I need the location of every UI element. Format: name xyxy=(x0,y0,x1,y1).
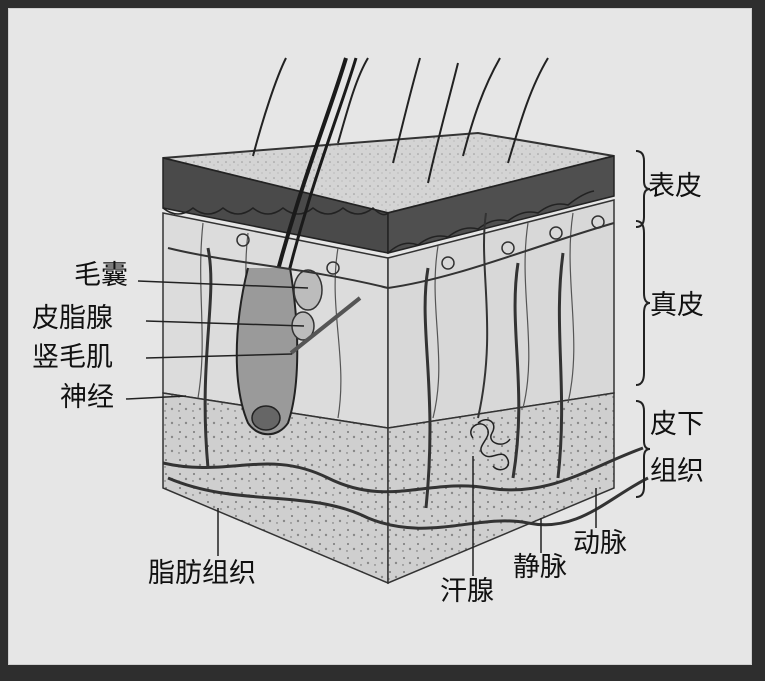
label-subcutis-line2: 组织 xyxy=(650,456,704,487)
label-subcutis-line1: 皮下 xyxy=(650,409,704,440)
layer-brackets xyxy=(635,150,651,498)
label-dermis: 真皮 xyxy=(650,290,704,321)
skin-cross-section-drawing xyxy=(125,57,651,585)
label-nerve: 神经 xyxy=(60,382,114,413)
label-artery: 动脉 xyxy=(573,528,627,559)
label-hair-follicle: 毛囊 xyxy=(74,260,128,291)
dermal-papillae-right xyxy=(387,190,595,254)
arrector-pili-muscle xyxy=(289,296,362,355)
vessel-network xyxy=(162,222,649,530)
sweat-duct xyxy=(477,212,489,419)
sweat-gland-coil xyxy=(470,419,511,471)
label-epidermis: 表皮 xyxy=(648,171,702,202)
skin-structure-figure: 表皮 真皮 皮下 组织 毛囊 皮脂腺 竖毛肌 神经 脂肪组织 汗腺 静脉 动脉 xyxy=(8,8,752,665)
hair-bulb xyxy=(251,405,281,431)
label-adipose-tissue: 脂肪组织 xyxy=(148,558,256,589)
capillary-loops xyxy=(236,215,605,275)
dermal-papillae-left xyxy=(162,206,389,216)
label-vein: 静脉 xyxy=(513,552,567,583)
label-arrector-pili: 竖毛肌 xyxy=(32,342,113,373)
hair-shafts xyxy=(252,57,549,184)
label-sebaceous-gland: 皮脂腺 xyxy=(32,303,113,334)
epidermis-band-right xyxy=(387,155,615,254)
subcutis-right-face xyxy=(387,392,615,585)
hair-follicle xyxy=(235,267,299,436)
leader-lines xyxy=(125,280,597,576)
label-sweat-gland: 汗腺 xyxy=(440,576,494,607)
